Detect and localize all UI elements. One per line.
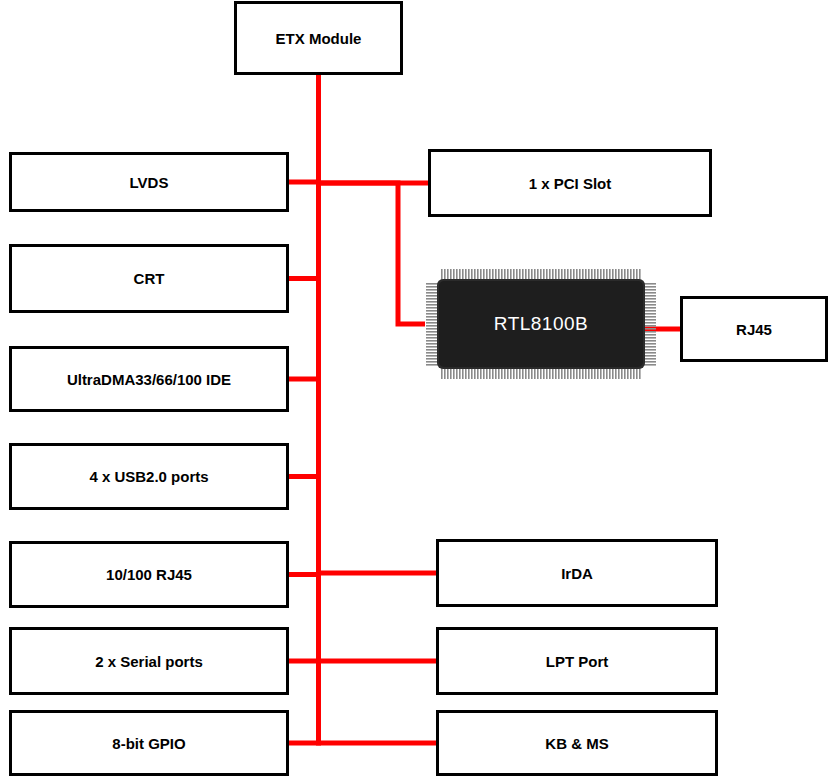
bus-connector [289, 75, 319, 279]
block-box: KB & MS [436, 710, 718, 776]
bus-connector [289, 75, 319, 379]
block-label: IrDA [561, 565, 593, 582]
block-label: 10/100 RJ45 [106, 566, 192, 583]
block-label: 1 x PCI Slot [529, 175, 612, 192]
ic-chip: RTL8100B [425, 267, 657, 381]
block-box: 2 x Serial ports [9, 627, 289, 695]
block-label: 8-bit GPIO [112, 735, 185, 752]
block-box: 10/100 RJ45 [9, 541, 289, 608]
block-box: LPT Port [436, 627, 718, 695]
block-label: UltraDMA33/66/100 IDE [67, 371, 231, 388]
block-label: 2 x Serial ports [95, 653, 203, 670]
bus-connector [289, 75, 319, 743]
block-label: 4 x USB2.0 ports [89, 468, 208, 485]
block-label: RTL8100B [494, 313, 589, 335]
block-box: 4 x USB2.0 ports [9, 443, 289, 510]
bus-connector [319, 75, 437, 661]
block-box: UltraDMA33/66/100 IDE [9, 346, 289, 412]
block-box: CRT [9, 244, 289, 313]
bus-connector [319, 75, 437, 573]
block-label: LPT Port [546, 653, 609, 670]
block-box: RJ45 [680, 296, 828, 362]
bus-connector [645, 327, 680, 332]
block-box: ETX Module [234, 1, 403, 75]
block-label: CRT [134, 270, 165, 287]
block-label: LVDS [130, 174, 169, 191]
block-box: 8-bit GPIO [9, 710, 289, 776]
block-label: ETX Module [276, 30, 362, 47]
block-label: KB & MS [545, 735, 608, 752]
block-box: LVDS [9, 152, 289, 212]
block-label: RJ45 [736, 321, 772, 338]
block-box: 1 x PCI Slot [428, 149, 712, 217]
bus-connector [319, 75, 437, 743]
bus-connector [289, 75, 319, 661]
bus-connector [289, 75, 319, 477]
bus-connector [319, 75, 429, 183]
block-box: IrDA [436, 539, 718, 607]
bus-connector [289, 75, 319, 575]
bus-connector [289, 75, 319, 182]
bus-connector [319, 75, 426, 324]
